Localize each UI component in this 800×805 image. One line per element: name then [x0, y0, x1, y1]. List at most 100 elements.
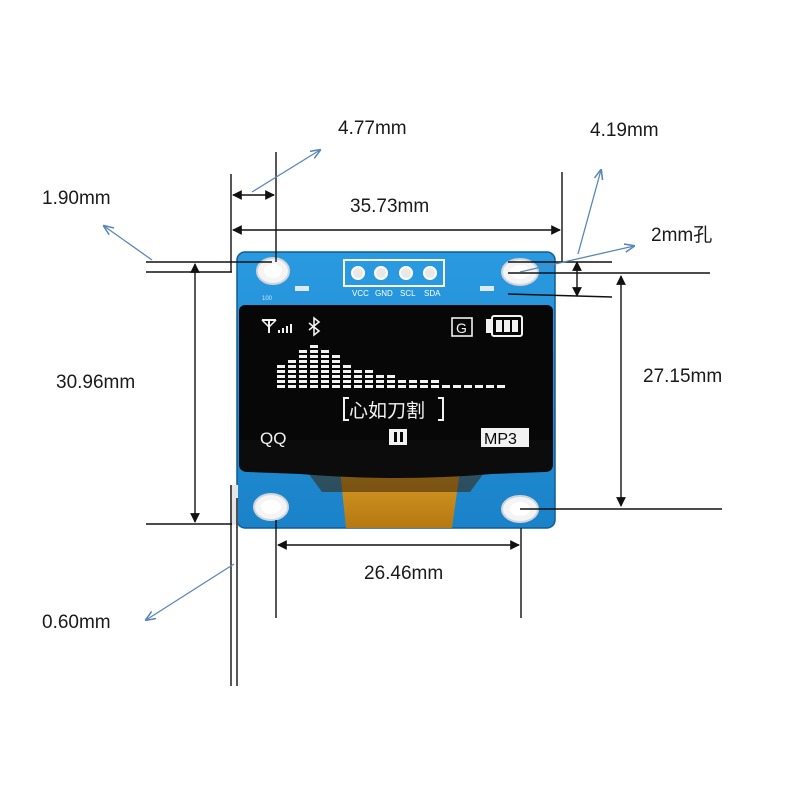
spectrum-segment [431, 385, 439, 388]
spectrum-segment [343, 380, 351, 383]
spectrum-segment [321, 350, 329, 353]
dimension-label-0-60mm: 0.60mm [42, 612, 111, 633]
spectrum-segment [321, 380, 329, 383]
song-title-group: 心如刀割 [343, 397, 444, 422]
spectrum-segment [288, 365, 296, 368]
spectrum-segment [354, 375, 362, 378]
spectrum-segment [310, 380, 318, 383]
spectrum-segment [299, 375, 307, 378]
leader-4-77mm [251, 150, 320, 193]
spectrum-segment [332, 360, 340, 363]
dimension-label-1-90mm: 1.90mm [42, 188, 111, 209]
spectrum-segment [332, 370, 340, 373]
leader-arrows [104, 150, 634, 620]
spectrum-visualizer [277, 345, 505, 388]
mounting-hole-icon [253, 493, 289, 521]
spectrum-segment [310, 375, 318, 378]
spectrum-segment [387, 380, 395, 383]
pin-header-icon: VCC GND SCL SDA [343, 259, 445, 298]
spectrum-segment [277, 385, 285, 388]
spectrum-segment [288, 360, 296, 363]
spectrum-segment [354, 380, 362, 383]
spectrum-segment [354, 385, 362, 388]
bluetooth-icon [308, 316, 321, 337]
pcb-pad [480, 286, 494, 291]
spectrum-segment [277, 365, 285, 368]
spectrum-segment [288, 370, 296, 373]
dimension-label-27-15mm: 27.15mm [643, 366, 723, 387]
badge-icon: G [451, 317, 473, 337]
spectrum-segment [310, 355, 318, 358]
spectrum-segment [398, 385, 406, 388]
spectrum-segment [277, 375, 285, 378]
spectrum-segment [332, 380, 340, 383]
spectrum-segment [343, 385, 351, 388]
spectrum-segment [409, 385, 417, 388]
spectrum-segment [420, 380, 428, 383]
spectrum-segment [376, 375, 384, 378]
spectrum-segment [299, 385, 307, 388]
spectrum-segment [475, 385, 483, 388]
spectrum-segment [321, 360, 329, 363]
spectrum-segment [486, 385, 494, 388]
mp3-label: MP3 [484, 431, 517, 448]
spectrum-segment [332, 355, 340, 358]
mp3-badge: MP3 [481, 428, 529, 448]
spectrum-segment [310, 345, 318, 348]
spectrum-segment [420, 385, 428, 388]
spectrum-segment [409, 380, 417, 383]
pin-label-vcc: VCC [352, 289, 369, 298]
spectrum-segment [332, 365, 340, 368]
spectrum-segment [299, 360, 307, 363]
spectrum-segment [453, 385, 461, 388]
spectrum-segment [365, 375, 373, 378]
spectrum-segment [321, 370, 329, 373]
pcb-mark: 100 [262, 296, 273, 302]
spectrum-segment [321, 375, 329, 378]
song-title: 心如刀割 [349, 400, 425, 422]
spectrum-segment [332, 375, 340, 378]
badge-letter: G [456, 320, 467, 336]
dimension-label-26-46mm: 26.46mm [364, 563, 444, 584]
mounting-hole-icon [256, 257, 290, 285]
dimension-label-4-19mm: 4.19mm [590, 120, 659, 141]
pause-icon [389, 429, 407, 445]
dimension-label-35-73mm: 35.73mm [350, 196, 430, 217]
spectrum-segment [464, 385, 472, 388]
spectrum-segment [365, 370, 373, 373]
spectrum-segment [387, 385, 395, 388]
spectrum-segment [387, 375, 395, 378]
spectrum-segment [277, 370, 285, 373]
spectrum-segment [299, 365, 307, 368]
spectrum-segment [365, 385, 373, 388]
spectrum-segment [442, 385, 450, 388]
extension-line [507, 293, 613, 298]
spectrum-segment [343, 365, 351, 368]
dimension-lines [146, 152, 722, 686]
spectrum-segment [288, 385, 296, 388]
pin-label-sda: SDA [424, 289, 441, 298]
leader-2mm-hole [519, 246, 634, 273]
battery-icon [486, 315, 523, 337]
spectrum-segment [310, 365, 318, 368]
spectrum-segment [376, 380, 384, 383]
spectrum-segment [299, 355, 307, 358]
pin-label-gnd: GND [375, 289, 393, 298]
spectrum-segment [321, 365, 329, 368]
spectrum-segment [310, 350, 318, 353]
spectrum-segment [321, 355, 329, 358]
spectrum-segment [299, 350, 307, 353]
spectrum-segment [398, 380, 406, 383]
spectrum-segment [299, 380, 307, 383]
spectrum-segment [310, 370, 318, 373]
spectrum-segment [321, 385, 329, 388]
spectrum-segment [343, 375, 351, 378]
spectrum-segment [354, 370, 362, 373]
dimension-label-2mm-hole: 2mm孔 [651, 225, 713, 246]
dimension-label-30-96mm: 30.96mm [56, 372, 136, 393]
qq-label: QQ [260, 429, 286, 448]
pin-label-scl: SCL [400, 289, 416, 298]
leader-4-19mm [577, 170, 601, 255]
